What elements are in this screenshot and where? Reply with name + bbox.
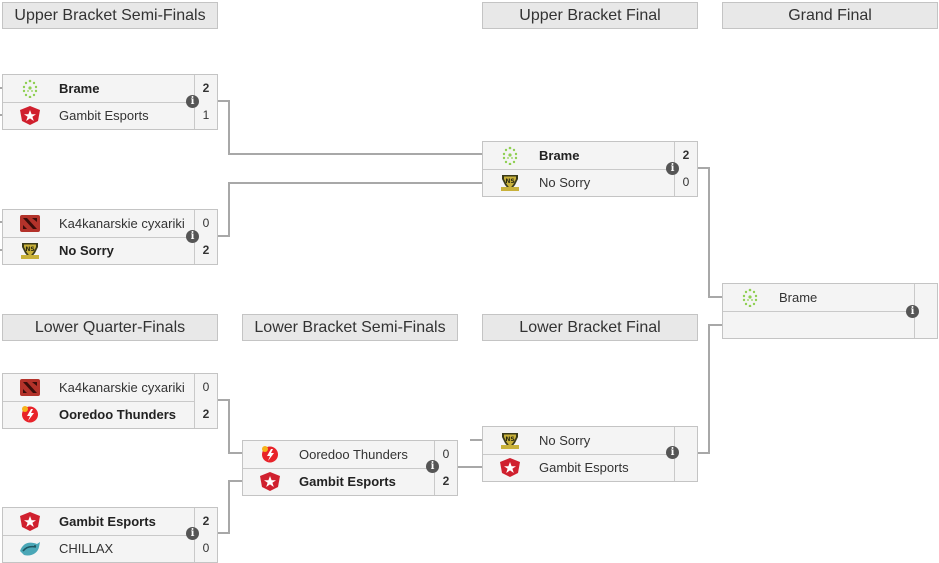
info-icon[interactable]: i <box>186 527 199 540</box>
team-name: Ooredoo Thunders <box>59 407 176 422</box>
match-lb-final[interactable]: No Sorry Gambit Esports <box>482 426 698 482</box>
team-score <box>674 454 697 481</box>
info-icon[interactable]: i <box>906 305 919 318</box>
nosorry-logo <box>21 243 39 259</box>
team-row[interactable]: Gambit Esports <box>483 454 697 481</box>
team-score <box>914 284 937 311</box>
header-ub-final: Upper Bracket Final <box>482 2 698 29</box>
header-lb-quarters: Lower Quarter-Finals <box>2 314 218 341</box>
info-icon[interactable]: i <box>186 230 199 243</box>
nosorry-logo <box>501 175 519 191</box>
header-lb-semis: Lower Bracket Semi-Finals <box>242 314 458 341</box>
team-name: No Sorry <box>539 175 591 190</box>
team-score: 0 <box>194 210 217 237</box>
team-row[interactable]: Ooredoo Thunders 0 <box>243 441 457 469</box>
match-ub-semi-2[interactable]: Ka4kanarskie cyxariki 0 No Sorry 2 <box>2 209 218 265</box>
team-name: Gambit Esports <box>59 514 156 529</box>
team-row[interactable]: Gambit Esports 1 <box>3 102 217 129</box>
team-name: Ka4kanarskie cyxariki <box>59 380 185 395</box>
team-score: 2 <box>434 468 457 495</box>
team-score <box>674 427 697 454</box>
dota-logo <box>20 215 40 232</box>
team-row[interactable]: No Sorry 0 <box>483 169 697 196</box>
team-score: 2 <box>194 237 217 264</box>
team-score: 2 <box>194 75 217 102</box>
team-row[interactable]: Brame 2 <box>3 75 217 103</box>
info-icon[interactable]: i <box>666 446 679 459</box>
team-score: 0 <box>674 169 697 196</box>
team-row[interactable]: No Sorry <box>483 427 697 455</box>
team-name: Ooredoo Thunders <box>299 447 408 462</box>
header-lb-final: Lower Bracket Final <box>482 314 698 341</box>
brame-logo <box>22 79 38 98</box>
match-ub-final[interactable]: Brame 2 No Sorry 0 <box>482 141 698 197</box>
team-name: Gambit Esports <box>539 460 629 475</box>
team-name: Brame <box>59 81 100 96</box>
brame-logo <box>742 288 758 307</box>
brame-logo <box>502 146 518 165</box>
match-ub-semi-1[interactable]: Brame 2 Gambit Esports 1 <box>2 74 218 130</box>
team-score: 2 <box>674 142 697 169</box>
team-name: Brame <box>779 290 818 305</box>
team-name: No Sorry <box>59 243 114 258</box>
team-row[interactable] <box>723 311 937 338</box>
ooredoo-logo <box>262 446 278 463</box>
team-row[interactable]: Ooredoo Thunders 2 <box>3 401 217 428</box>
info-icon[interactable]: i <box>426 460 439 473</box>
header-ub-semis: Upper Bracket Semi-Finals <box>2 2 218 29</box>
team-score: 1 <box>194 102 217 129</box>
team-score <box>914 311 937 338</box>
gambit-logo <box>20 512 40 531</box>
chillax-logo <box>19 541 41 557</box>
dota-logo <box>20 379 40 396</box>
info-icon[interactable]: i <box>666 162 679 175</box>
team-name: No Sorry <box>539 433 591 448</box>
header-grand-final: Grand Final <box>722 2 938 29</box>
gambit-logo <box>20 106 40 125</box>
team-score: 0 <box>194 374 217 401</box>
info-icon[interactable]: i <box>186 95 199 108</box>
nosorry-logo <box>501 433 519 449</box>
match-lb-quarter-1[interactable]: Ka4kanarskie cyxariki 0 Ooredoo Thunders… <box>2 373 218 429</box>
team-row[interactable]: Ka4kanarskie cyxariki 0 <box>3 210 217 238</box>
team-score: 2 <box>194 508 217 535</box>
team-name: Brame <box>539 148 580 163</box>
team-row[interactable]: Gambit Esports 2 <box>3 508 217 536</box>
team-row[interactable]: Brame 2 <box>483 142 697 170</box>
team-score: 2 <box>194 401 217 428</box>
team-row[interactable]: CHILLAX 0 <box>3 535 217 562</box>
team-row[interactable]: Ka4kanarskie cyxariki 0 <box>3 374 217 402</box>
team-name: Gambit Esports <box>299 474 396 489</box>
team-row[interactable]: No Sorry 2 <box>3 237 217 264</box>
gambit-logo <box>260 472 280 491</box>
team-score: 0 <box>434 441 457 468</box>
team-row[interactable]: Gambit Esports 2 <box>243 468 457 495</box>
match-lb-semi[interactable]: Ooredoo Thunders 0 Gambit Esports 2 <box>242 440 458 496</box>
team-name: CHILLAX <box>59 541 114 556</box>
team-name: Ka4kanarskie cyxariki <box>59 216 185 231</box>
match-grand-final[interactable]: Brame <box>722 283 938 339</box>
ooredoo-logo <box>22 406 38 423</box>
gambit-logo <box>500 458 520 477</box>
team-row[interactable]: Brame <box>723 284 937 312</box>
team-name: Gambit Esports <box>59 108 149 123</box>
team-score: 0 <box>194 535 217 562</box>
